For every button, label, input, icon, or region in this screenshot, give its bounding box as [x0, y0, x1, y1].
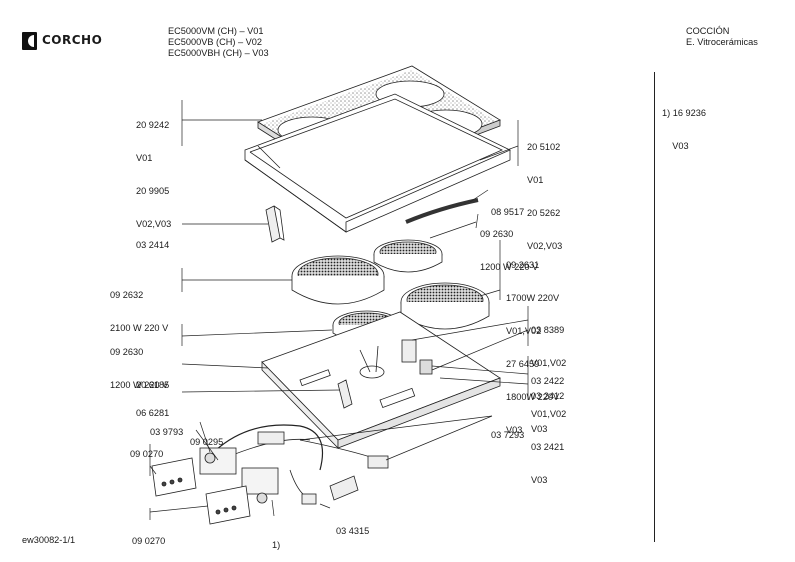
control-panel-b: [205, 485, 251, 525]
part-spec: 1200 W 220 V: [110, 380, 169, 390]
part-label-base-tray: 20 6185: [136, 358, 169, 402]
footnote-line: 1) 16 9236: [662, 108, 706, 118]
part-label-dual-burner: 09 2631 1700W 220V V01,V02 27 6459 1800W…: [506, 238, 559, 447]
part-label-terminal: 03 2422 V01,V02 03 2421 V03: [531, 354, 566, 497]
part-number: 03 2422: [531, 376, 565, 386]
part-label-large-burner: 09 2632 2100 W 220 V: [110, 268, 168, 345]
cable-clamp: [301, 493, 317, 505]
part-label-panel-b: 09 0270: [132, 514, 165, 558]
part-variant: V03: [531, 475, 548, 485]
column-divider: [654, 72, 655, 542]
part-number: 09 2631: [506, 260, 540, 270]
part-label-cable-clamp: 03 4315: [336, 504, 369, 548]
switch-assembly: [199, 447, 279, 504]
part-number: 03 2421: [531, 442, 565, 452]
part-spec: 1800W 220V: [506, 392, 560, 402]
part-variant: V01,V02: [531, 358, 567, 368]
part-number: 08 9517: [491, 207, 525, 217]
model-line: EC5000VB (CH) – V02: [168, 37, 262, 47]
part-label-limiter: 03 8389 V01,V02 03 2412 V03: [531, 303, 566, 446]
part-label-connector: 03 7293: [491, 408, 524, 452]
part-label-switch-a: 03 9793: [150, 405, 183, 449]
part-label-knob-a: 09 0295: [190, 415, 223, 459]
part-number: 09 2630: [110, 347, 144, 357]
part-number: 27 6459: [506, 359, 540, 369]
category-label: COCCIÓN E. Vitrocerámicas: [686, 26, 758, 48]
part-number: 03 4315: [336, 526, 370, 536]
footnote-line: V03: [662, 141, 689, 151]
part-number: 09 0270: [132, 536, 166, 546]
part-label-frame: 20 5102 V01 20 5262 V02,V03: [527, 120, 562, 263]
part-number: 09 0270: [130, 449, 164, 459]
part-number: 09 2630: [480, 229, 514, 239]
corcho-logo-mark-icon: [22, 32, 37, 50]
part-label-panel-a: 09 0270: [130, 427, 163, 471]
part-number: 03 2412: [531, 391, 565, 401]
category-line: E. Vitrocerámicas: [686, 37, 758, 47]
part-label-glass-top: 20 9242 V01 20 9905 V02,V03: [136, 98, 171, 241]
dual-burner: [400, 282, 490, 330]
control-panel-a: [151, 457, 197, 497]
part-number: 03 9793: [150, 427, 184, 437]
part-number: 20 5262: [527, 208, 561, 218]
part-variant: V02,V03: [527, 241, 563, 251]
part-variant: V01: [136, 153, 153, 163]
large-burner: [291, 255, 385, 305]
clip: [337, 379, 353, 409]
part-variant: V03: [531, 424, 548, 434]
connector-block: [257, 431, 389, 501]
footnote-reference: 1): [272, 540, 281, 550]
model-line: EC5000VBH (CH) – V03: [168, 48, 269, 58]
gasket: [405, 198, 479, 224]
part-label-bracket: 03 2414: [136, 218, 169, 262]
part-variant: V01: [527, 175, 544, 185]
model-line: EC5000VM (CH) – V01: [168, 26, 264, 36]
part-variant: V01,V02: [531, 409, 567, 419]
corcho-logo: CORCHO: [22, 32, 122, 50]
part-number: 20 9905: [136, 186, 170, 196]
part-variant: V01,V02: [506, 326, 542, 336]
small-burner-top: [373, 239, 443, 273]
part-variant: V02,V03: [136, 219, 172, 229]
footnote: 1) 16 9236 V03: [662, 86, 706, 163]
logo-text: CORCHO: [42, 33, 103, 47]
part-variant: V03: [506, 425, 523, 435]
frame: [244, 93, 511, 233]
part-number: 20 5102: [527, 142, 561, 152]
part-label-small-burner-top: 09 2630 1200 W 220 V: [480, 207, 538, 284]
part-spec: 1200 W 220 V: [480, 262, 539, 272]
part-number: 20 9242: [136, 120, 170, 130]
category-line: COCCIÓN: [686, 26, 730, 36]
part-label-gasket: 08 9517: [491, 185, 524, 229]
part-number: 09 0295: [190, 437, 224, 447]
part-spec: 2100 W 220 V: [110, 323, 169, 333]
part-number: 03 8389: [531, 325, 565, 335]
part-spec: 1700W 220V: [506, 293, 560, 303]
leader-lines: [149, 100, 529, 520]
part-number: 03 2414: [136, 240, 170, 250]
part-number: 20 6185: [136, 380, 170, 390]
part-label-clip: 06 6281: [136, 386, 169, 430]
bracket: [265, 205, 285, 243]
part-label-small-burner-bottom: 09 2630 1200 W 220 V: [110, 325, 168, 402]
part-number: 06 6281: [136, 408, 170, 418]
limiter: [401, 339, 433, 375]
part-label-footnote-ref: 1): [272, 518, 280, 562]
part-number: 09 2632: [110, 290, 144, 300]
drawing-code: ew30082-1/1: [22, 535, 76, 545]
model-list: EC5000VM (CH) – V01 EC5000VB (CH) – V02 …: [168, 26, 269, 59]
part-number: 03 7293: [491, 430, 525, 440]
